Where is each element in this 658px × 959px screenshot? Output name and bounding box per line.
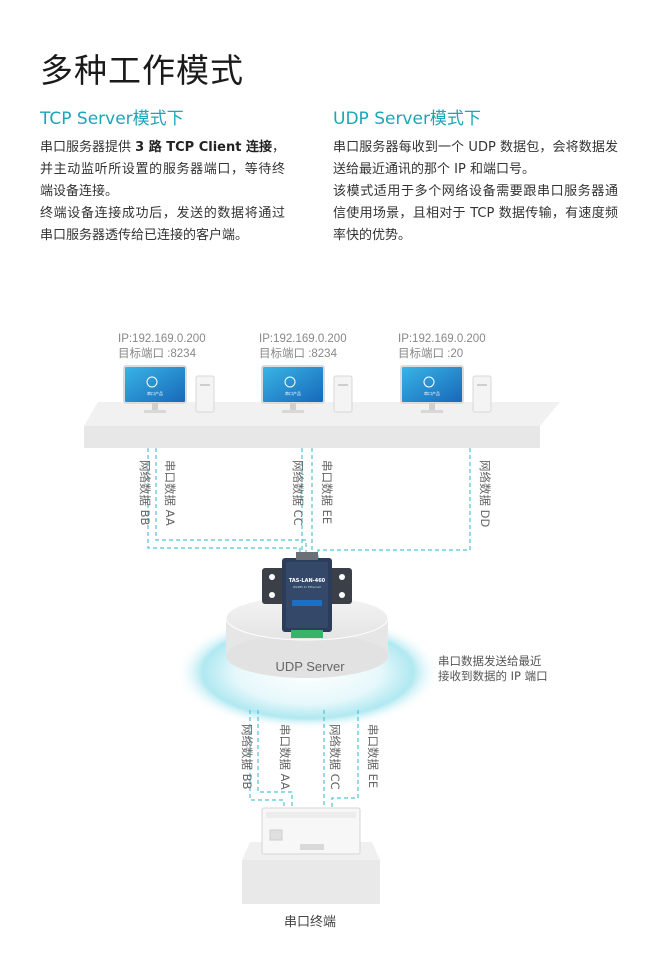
tcp-paragraph-2: 终端设备连接成功后，发送的数据将通过串口服务器透传给已连接的客户端。: [40, 206, 285, 243]
link-label-top-cc: 网络数据 CC: [291, 460, 305, 526]
link-label-top-bb: 网络数据 BB: [138, 460, 152, 526]
client-1-ip: IP:192.169.0.200: [118, 333, 206, 345]
udp-title: UDP Server模式下: [333, 109, 481, 129]
serial-server-device: TAS-LAN-460 RS485 to Ethernet: [262, 552, 352, 638]
client-2-screen-text: 串口产品: [285, 390, 301, 396]
bottom-links: [249, 710, 359, 808]
link-label-bottom-ee: 串口数据 EE: [366, 724, 380, 788]
client-1-computer: 串口产品: [123, 365, 215, 413]
client-1-screen-text: 串口产品: [147, 390, 163, 396]
client-2-port: 目标端口 :8234: [259, 347, 338, 360]
side-note-line-2: 接收到数据的 IP 端口: [438, 669, 548, 683]
serial-terminal-device: [261, 807, 361, 855]
tcp-section: TCP Server模式下 串口服务器提供 3 路 TCP Client 连接，…: [40, 104, 285, 247]
network-diagram: IP:192.169.0.200 目标端口 :8234 IP:192.169.0…: [84, 333, 560, 930]
link-label-bottom-bb: 网络数据 BB: [240, 724, 254, 790]
tcp-text-a: 串口服务器提供: [40, 140, 136, 155]
tcp-title: TCP Server模式下: [40, 109, 184, 129]
client-2-ip: IP:192.169.0.200: [259, 333, 347, 345]
client-3-port: 目标端口 :20: [398, 347, 463, 360]
device-model: TAS-LAN-460: [289, 578, 326, 584]
tcp-text-bold: 3 路 TCP Client 连接: [135, 140, 272, 155]
link-label-top-dd: 网络数据 DD: [478, 460, 492, 528]
link-label-top-ee: 串口数据 EE: [320, 460, 334, 524]
server-label: UDP Server: [275, 659, 345, 674]
page-title: 多种工作模式: [40, 51, 244, 90]
device-subtitle: RS485 to Ethernet: [293, 585, 321, 589]
udp-paragraph-2: 该模式适用于多个网络设备需要跟串口服务器通信使用场景，且相对于 TCP 数据传输…: [333, 184, 618, 243]
link-label-bottom-aa: 串口数据 AA: [278, 724, 292, 790]
top-links: [147, 448, 471, 562]
client-1-port: 目标端口 :8234: [118, 347, 197, 360]
udp-section: UDP Server模式下 串口服务器每收到一个 UDP 数据包，会将数据发送给…: [333, 104, 618, 247]
link-label-top-aa: 串口数据 AA: [163, 460, 177, 526]
tcp-paragraph-1: 串口服务器提供 3 路 TCP Client 连接，并主动监听所设置的服务器端口…: [40, 137, 285, 203]
client-2-computer: 串口产品: [261, 365, 353, 413]
terminal-label: 串口终端: [284, 914, 336, 930]
udp-paragraph-1: 串口服务器每收到一个 UDP 数据包，会将数据发送给最近通讯的那个 IP 和端口…: [333, 140, 618, 177]
link-label-bottom-cc: 网络数据 CC: [328, 724, 342, 790]
client-3-ip: IP:192.169.0.200: [398, 333, 486, 345]
client-3-computer: 串口产品: [400, 365, 492, 413]
client-3-screen-text: 串口产品: [424, 390, 440, 396]
side-note-line-1: 串口数据发送给最近: [438, 654, 542, 668]
tcp-text-c: ，并主动监听所设置的服务器端口，等待终端设备连接。: [40, 140, 286, 199]
